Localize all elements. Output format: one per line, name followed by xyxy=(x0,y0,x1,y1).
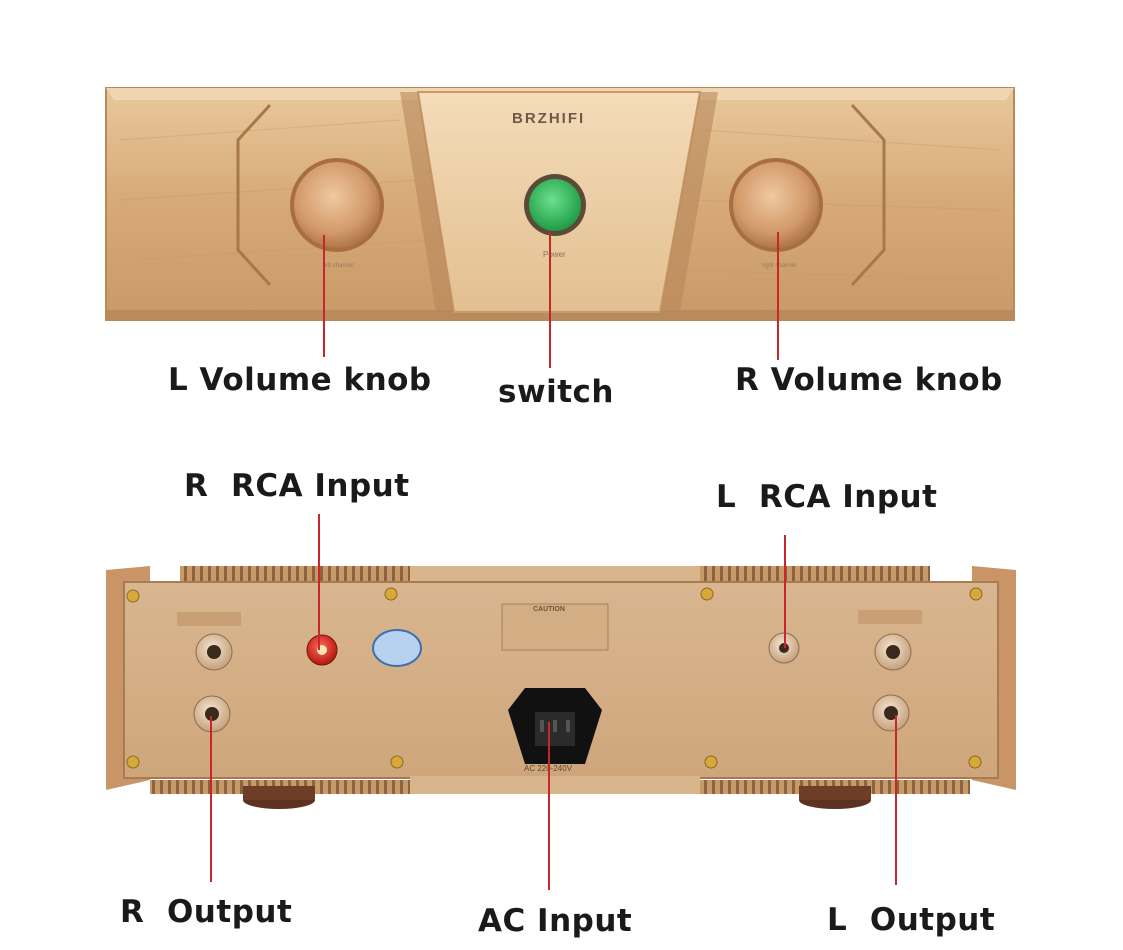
leader-r-volume xyxy=(777,232,779,360)
label-r-rca-input: R RCA Input xyxy=(184,468,410,504)
label-r-volume-knob: R Volume knob xyxy=(735,362,1003,398)
left-knob-caption: left channel xyxy=(323,263,354,269)
ac-inlet xyxy=(508,688,602,764)
front-panel xyxy=(105,87,1015,321)
left-volume-knob xyxy=(294,162,380,248)
power-switch-led xyxy=(529,179,581,231)
leader-r-rca xyxy=(318,514,320,650)
r-output-binding-posts xyxy=(193,633,233,733)
power-caption: Power xyxy=(543,250,566,259)
label-ac-input: AC Input xyxy=(478,903,633,939)
label-l-rca-input: L RCA Input xyxy=(716,479,938,515)
leader-r-output xyxy=(210,716,212,882)
label-r-output: R Output xyxy=(120,894,293,930)
label-l-output: L Output xyxy=(827,902,996,938)
leader-l-output xyxy=(895,715,897,885)
right-knob-caption: right channel xyxy=(762,263,797,269)
leader-ac-input xyxy=(548,722,550,890)
r-rca-jack xyxy=(306,634,338,666)
caution-title: CAUTION xyxy=(533,606,565,613)
label-l-volume-knob: L Volume knob xyxy=(168,362,432,398)
leader-switch xyxy=(549,232,551,368)
brand-logo: BRZHIFI xyxy=(512,110,586,127)
leader-l-rca xyxy=(784,535,786,648)
leader-l-volume xyxy=(323,235,325,357)
right-volume-knob xyxy=(733,162,819,248)
l-output-binding-posts xyxy=(872,633,912,732)
l-rca-jack xyxy=(768,632,800,664)
rear-panel xyxy=(106,566,1016,809)
label-switch: switch xyxy=(498,374,614,410)
